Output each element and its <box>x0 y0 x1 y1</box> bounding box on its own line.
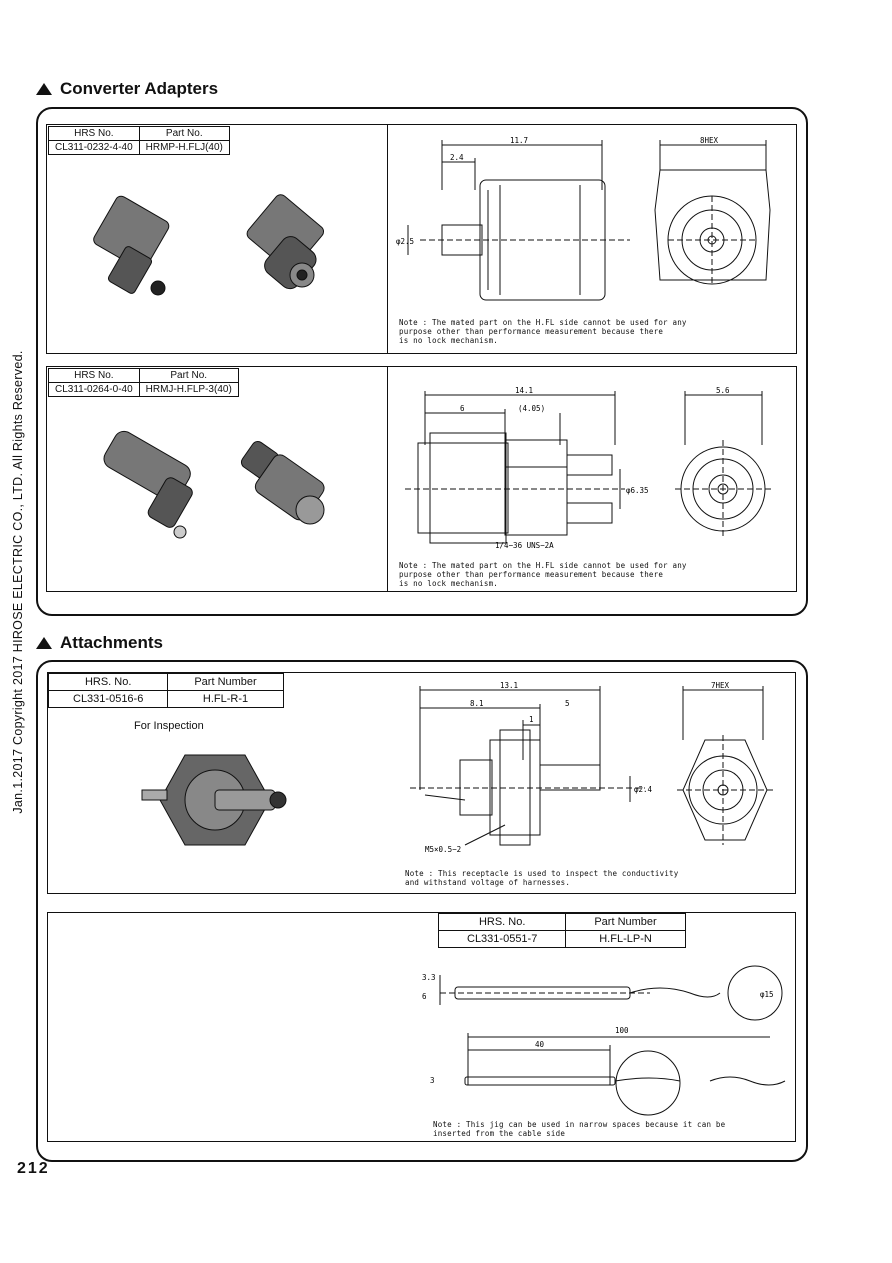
connector-photo-2 <box>246 194 325 290</box>
adapter2-photo <box>103 430 325 539</box>
part-no: H.FL-LP-N <box>565 930 686 948</box>
dim-dia: φ2.4 <box>634 785 653 794</box>
adapter1-drawing: 11.7 2.4 φ2.5 8HEX <box>396 136 771 301</box>
dim-side: 5.6 <box>716 386 730 395</box>
adapter1-panel <box>46 124 797 354</box>
dim-total: 11.7 <box>510 136 528 145</box>
hdr-part: Part Number <box>167 673 284 691</box>
triangle-icon <box>36 637 52 649</box>
hdr-part: Part Number <box>565 913 686 931</box>
attach2-note: Note : This jig can be used in narrow sp… <box>433 1120 726 1138</box>
adapter1-note: Note : The mated part on the H.FL side c… <box>399 318 687 345</box>
dim-small: 1 <box>529 715 534 724</box>
part-no: HRMP-H.FLJ(40) <box>138 140 230 155</box>
dim-hex: 8HEX <box>700 136 719 145</box>
dim-thread: M5×0.5−2 <box>425 845 461 854</box>
dim-thread: 1/4−36 UNS−2A <box>495 541 554 550</box>
dim-total: 13.1 <box>500 681 518 690</box>
dim-hex: 7HEX <box>711 681 730 690</box>
adapter2-drawing: 14.1 6 (4.05) φ6.35 1/4−36 UNS−2A 5.6 <box>405 386 772 550</box>
divider <box>387 367 388 591</box>
attach1-photo <box>141 754 287 846</box>
hdr-hrs: HRS No. <box>48 368 140 383</box>
attach1-drawing: 13.1 8.1 5 1 φ2.4 M5×0.5−2 7HEX <box>410 681 773 854</box>
dim-h2: 6 <box>422 992 427 1001</box>
dim-dia: φ6.35 <box>626 486 649 495</box>
dim-len: 100 <box>615 1026 629 1035</box>
hdr-hrs: HRS No. <box>48 126 140 141</box>
attachments-title-text: Attachments <box>60 633 163 652</box>
dim-dia: φ2.5 <box>396 237 414 246</box>
adapter1-photo <box>93 194 325 296</box>
hrs-no: CL311-0264-0-40 <box>48 382 140 397</box>
adapter2-note: Note : The mated part on the H.FL side c… <box>399 561 687 588</box>
dim-right: 5 <box>565 699 570 708</box>
receptacle-photo <box>141 754 287 846</box>
hdr-hrs: HRS. No. <box>47 673 169 691</box>
part-no: H.FL-R-1 <box>167 690 284 708</box>
dim-mid: (4.05) <box>518 404 545 413</box>
part-no: HRMJ-H.FLP-3(40) <box>138 382 239 397</box>
hrs-no: CL311-0232-4-40 <box>48 140 140 155</box>
attach2-drawing: 3.3 6 φ15 100 40 3 <box>422 965 786 1116</box>
connector-photo-4 <box>240 440 325 525</box>
hdr-part: Part No. <box>138 126 230 141</box>
triangle-icon <box>36 83 52 95</box>
connector-photo-3 <box>103 430 193 539</box>
divider <box>387 125 388 353</box>
dim-left: 8.1 <box>470 699 484 708</box>
hdr-hrs: HRS. No. <box>437 913 567 931</box>
converter-section-title: Converter Adapters <box>36 79 218 99</box>
converter-frame <box>36 107 808 616</box>
attachments-frame <box>36 660 808 1162</box>
hdr-part: Part No. <box>138 368 239 383</box>
connector-photo-1 <box>93 195 170 296</box>
dim-sub: 40 <box>535 1040 545 1049</box>
dim-total: 14.1 <box>515 386 533 395</box>
copyright-side-text: Jan.1.2017 Copyright 2017 HIROSE ELECTRI… <box>11 350 25 814</box>
dim-w: 3 <box>430 1076 435 1085</box>
converter-title-text: Converter Adapters <box>60 79 219 98</box>
attach1-note: Note : This receptacle is used to inspec… <box>405 869 679 887</box>
dim-left: 2.4 <box>450 153 464 162</box>
page-number: 212 <box>17 1160 50 1177</box>
dim-ring: φ15 <box>760 990 774 999</box>
dim-h1: 3.3 <box>422 973 436 982</box>
attach1-caption: For Inspection <box>134 720 204 732</box>
attach2-panel <box>47 912 796 1142</box>
hrs-no: CL331-0516-6 <box>47 690 169 708</box>
dim-left: 6 <box>460 404 465 413</box>
hrs-no: CL331-0551-7 <box>437 930 567 948</box>
attachments-section-title: Attachments <box>36 633 163 653</box>
